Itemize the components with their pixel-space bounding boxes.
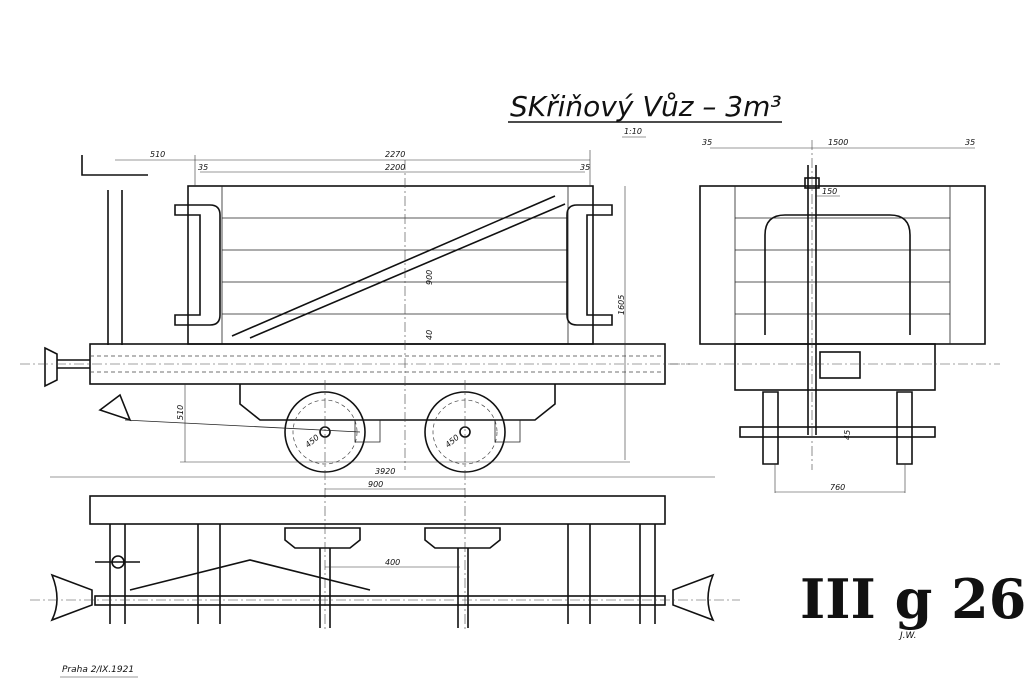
side-view: 510 2270 2200 35 35 900 1605 40 510 450 … bbox=[20, 150, 690, 630]
dim-end-right-wall: 35 bbox=[965, 138, 975, 147]
brake-rod bbox=[124, 419, 361, 433]
left-handle bbox=[174, 204, 221, 326]
plan-buffers bbox=[50, 573, 715, 622]
dim-end-axle: 45 bbox=[843, 430, 852, 440]
dim-brake-offset: 510 bbox=[150, 150, 165, 159]
dim-wheelbase: 900 bbox=[368, 480, 383, 489]
dim-left-wall: 35 bbox=[198, 163, 208, 172]
axle-boxes bbox=[354, 419, 521, 443]
end-coupler-plate bbox=[819, 351, 861, 379]
author-initials: J.W. bbox=[898, 631, 917, 641]
plan-frame bbox=[89, 495, 666, 525]
dim-box-height: 900 bbox=[425, 270, 434, 285]
dim-floor: 40 bbox=[425, 330, 434, 340]
box-body bbox=[187, 185, 594, 345]
end-handle-bar bbox=[764, 214, 911, 335]
dim-end-left-wall: 35 bbox=[702, 138, 712, 147]
drawing-title: SKřiňový Vůz – 3m³ bbox=[510, 90, 782, 123]
diagonal-brace bbox=[231, 195, 566, 339]
dim-wheel-2: 450 bbox=[444, 433, 461, 450]
dim-inner-body: 2200 bbox=[385, 163, 405, 172]
dim-gauge: 760 bbox=[830, 483, 845, 492]
plan-posts bbox=[109, 524, 656, 624]
plan-axle-boxes bbox=[284, 527, 501, 549]
end-axle bbox=[739, 426, 936, 438]
plan-brake-linkage bbox=[129, 559, 371, 591]
end-wheels bbox=[762, 391, 913, 465]
scale-label: 1:10 bbox=[624, 127, 642, 136]
dim-end-width: 1500 bbox=[828, 138, 848, 147]
place-and-date: Praha 2/IX.1921 bbox=[62, 665, 134, 675]
end-view: 1500 35 35 150 45 760 bbox=[670, 138, 1000, 493]
plan-view: 3920 900 400 bbox=[30, 467, 740, 628]
dim-wheel-1: 450 bbox=[304, 433, 321, 450]
dim-overall-length: 3920 bbox=[375, 467, 395, 476]
left-buffer bbox=[44, 346, 90, 388]
dim-end-brake-offset: 150 bbox=[822, 187, 837, 196]
title-block: SKřiňový Vůz – 3m³ 1:10 bbox=[508, 90, 782, 138]
dim-overall-body: 2270 bbox=[385, 150, 405, 159]
plan-draw-bar bbox=[94, 595, 666, 606]
plan-axles bbox=[319, 548, 469, 628]
dim-total-height: 1605 bbox=[617, 295, 626, 315]
dim-right-wall: 35 bbox=[580, 163, 590, 172]
end-box bbox=[699, 185, 986, 345]
dim-axle-span: 400 bbox=[385, 558, 400, 567]
brake-stand bbox=[98, 190, 132, 422]
brake-handle bbox=[81, 155, 148, 176]
dim-frame-height: 510 bbox=[176, 405, 185, 420]
underframe-tank bbox=[239, 384, 556, 421]
drawing-number-stamp: III g 260 bbox=[800, 567, 1024, 631]
end-frame bbox=[734, 343, 936, 391]
right-handle bbox=[566, 204, 613, 326]
